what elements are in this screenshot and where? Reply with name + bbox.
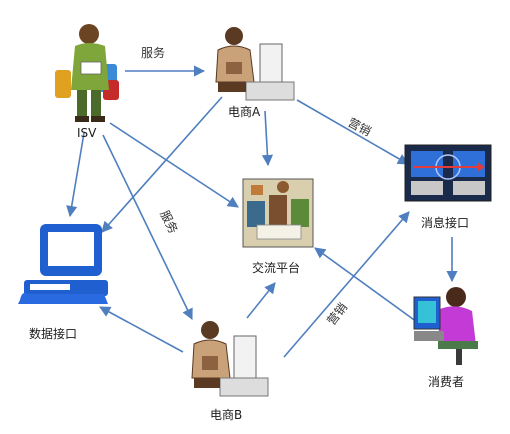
edge-label-b-to-message: 营销 bbox=[324, 300, 350, 328]
edge-isv-to-data-api bbox=[66, 132, 85, 218]
edge-label-isv-to-b: 服务 bbox=[157, 208, 181, 236]
edge-merchant-a-to-platform bbox=[261, 110, 274, 167]
edge-merchant-a-to-message-api bbox=[296, 99, 409, 165]
node-label-merchant-b: 电商B bbox=[210, 408, 243, 422]
node-label-merchant-a: 电商A bbox=[228, 105, 261, 119]
node-label-data-api: 数据接口 bbox=[29, 327, 78, 341]
node-label-platform: 交流平台 bbox=[252, 261, 301, 275]
edge-consumer-to-platform bbox=[314, 247, 418, 323]
edge-merchant-b-to-message-api bbox=[283, 211, 410, 358]
edge-isv-to-merchant-b bbox=[102, 134, 193, 321]
edge-merchant-a-to-data-api bbox=[101, 96, 223, 233]
businessman-at-computer-icon bbox=[215, 27, 295, 101]
desktop-computer-icon bbox=[18, 224, 108, 304]
node-label-message-api: 消息接口 bbox=[421, 216, 470, 230]
meeting-group-icon bbox=[242, 178, 314, 248]
businessman-at-computer-icon bbox=[191, 321, 269, 397]
node-label-isv: ISV bbox=[77, 126, 97, 140]
node-label-consumer: 消费者 bbox=[428, 375, 465, 389]
edge-isv-to-platform bbox=[109, 122, 239, 208]
edge-label-isv-to-a: 服务 bbox=[141, 45, 165, 60]
woman-at-computer-icon bbox=[413, 287, 478, 365]
network-transfer-icon bbox=[404, 144, 492, 202]
edge-merchant-b-to-platform bbox=[246, 282, 276, 319]
developer-person-icon bbox=[55, 24, 119, 122]
edge-merchant-b-to-data-api bbox=[99, 306, 184, 353]
